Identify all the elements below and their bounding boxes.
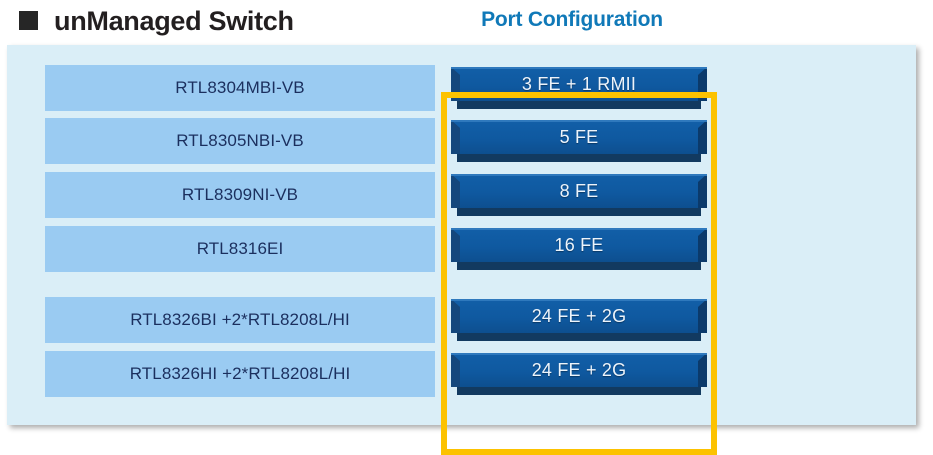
table-row: RTL8309NI-VB 8 FE	[7, 172, 933, 218]
model-cell: RTL8326BI +2*RTL8208L/HI	[45, 297, 435, 343]
model-cell: RTL8316EI	[45, 226, 435, 272]
port-config-label: 24 FE + 2G	[531, 359, 627, 380]
model-label: RTL8309NI-VB	[181, 185, 299, 204]
model-label: RTL8326HI +2*RTL8208L/HI	[129, 364, 351, 383]
model-label: RTL8316EI	[196, 239, 284, 258]
port-configuration-heading: Port Configuration	[481, 8, 663, 31]
page-header: unManaged Switch Port Configuration	[0, 0, 933, 45]
port-bar-highlight-line	[451, 228, 707, 230]
table-row: RTL8316EI 16 FE	[7, 226, 933, 272]
port-bar-bevel-right	[698, 299, 707, 333]
port-config-cell: 8 FE	[451, 174, 707, 216]
port-bar-bevel-right	[698, 120, 707, 154]
port-bar-bevel-left	[451, 353, 460, 387]
port-config-cell: 24 FE + 2G	[451, 299, 707, 341]
table-row: RTL8326BI +2*RTL8208L/HI 24 FE + 2G	[7, 297, 933, 343]
port-config-cell: 24 FE + 2G	[451, 353, 707, 395]
port-bar-shadow	[457, 154, 701, 162]
port-config-label: 5 FE	[559, 126, 599, 147]
port-config-label: 24 FE + 2G	[531, 305, 627, 326]
port-config-cell: 16 FE	[451, 228, 707, 270]
table-row: RTL8304MBI-VB 3 FE + 1 RMII	[7, 65, 933, 111]
table-row: RTL8326HI +2*RTL8208L/HI 24 FE + 2G	[7, 351, 933, 397]
model-cell: RTL8304MBI-VB	[45, 65, 435, 111]
port-bar-highlight-line	[451, 120, 707, 122]
port-bar-bevel-right	[698, 228, 707, 262]
port-bar-bevel-left	[451, 228, 460, 262]
port-bar-bevel-left	[451, 299, 460, 333]
port-bar-bevel-left	[451, 174, 460, 208]
port-config-cell: 3 FE + 1 RMII	[451, 67, 707, 109]
port-bar-highlight-line	[451, 353, 707, 355]
port-config-label: 8 FE	[559, 180, 599, 201]
port-bar-face	[451, 228, 707, 262]
port-bar-face	[451, 299, 707, 333]
port-bar-bevel-right	[698, 353, 707, 387]
port-bar-highlight-line	[451, 174, 707, 176]
switch-table-panel: RTL8304MBI-VB 3 FE + 1 RMII RTL8305NBI-VB 5…	[7, 45, 916, 455]
page-title: unManaged Switch	[54, 6, 294, 36]
port-config-label: 16 FE	[554, 234, 604, 255]
port-bar-face	[451, 174, 707, 208]
square-bullet-icon	[19, 11, 38, 30]
model-label: RTL8304MBI-VB	[175, 78, 305, 97]
port-bar-highlight-line	[451, 67, 707, 69]
port-bar-highlight-line	[451, 299, 707, 301]
port-bar-shadow	[457, 101, 701, 109]
port-bar-bevel-right	[698, 174, 707, 208]
model-cell: RTL8326HI +2*RTL8208L/HI	[45, 351, 435, 397]
model-cell: RTL8309NI-VB	[45, 172, 435, 218]
port-bar-shadow	[457, 387, 701, 395]
port-bar-bevel-left	[451, 67, 460, 101]
model-cell: RTL8305NBI-VB	[45, 118, 435, 164]
port-bar-bevel-left	[451, 120, 460, 154]
model-label: RTL8326BI +2*RTL8208L/HI	[130, 310, 350, 329]
port-bar-face	[451, 120, 707, 154]
model-label: RTL8305NBI-VB	[176, 131, 304, 150]
port-bar-bevel-right	[698, 67, 707, 101]
port-bar-shadow	[457, 208, 701, 216]
table-row: RTL8305NBI-VB 5 FE	[7, 118, 933, 164]
port-config-cell: 5 FE	[451, 120, 707, 162]
port-bar-face	[451, 353, 707, 387]
port-config-label: 3 FE + 1 RMII	[521, 73, 637, 94]
port-bar-shadow	[457, 333, 701, 341]
port-bar-shadow	[457, 262, 701, 270]
